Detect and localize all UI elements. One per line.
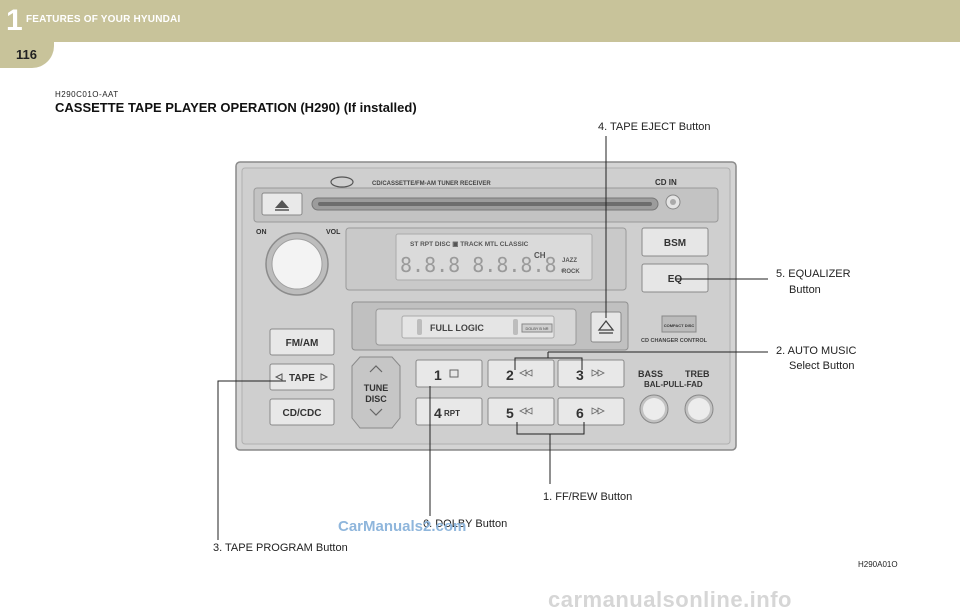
- eq-button: [641, 263, 709, 293]
- preset-3-skip-icon: [591, 369, 605, 377]
- tape-program-leader: [217, 380, 286, 540]
- callout-tape-eject: 4. TAPE EJECT Button: [598, 121, 711, 133]
- dolby-badge: [521, 323, 553, 333]
- section-code: H290C01O-AAT: [55, 90, 119, 99]
- preset-6-button: [557, 397, 625, 426]
- preset-6-ff-icon: [591, 407, 605, 415]
- tape-label: TAPE: [289, 373, 315, 384]
- preset-4-label: 4: [434, 405, 442, 421]
- chapter-number: 1: [6, 4, 23, 37]
- hyundai-logo-icon: [330, 176, 354, 188]
- preset-1-button: [415, 359, 483, 388]
- tape-left-arrow-icon: [274, 373, 283, 381]
- treb-label: TREB: [685, 369, 710, 379]
- bsm-label: BSM: [664, 238, 686, 249]
- on-label: ON: [256, 229, 267, 236]
- preset-3-label: 3: [576, 367, 584, 383]
- preset-5-rew-icon: [519, 407, 533, 415]
- section-title: CASSETTE TAPE PLAYER OPERATION (H290) (I…: [55, 100, 417, 115]
- callout-equalizer-line2: Button: [789, 284, 821, 296]
- cd-cdc-label: CD/CDC: [283, 408, 322, 419]
- display-ch: CH: [534, 251, 546, 260]
- preset-4-rpt-label: RPT: [444, 409, 460, 418]
- watermark: CarManuals2.com: [338, 518, 467, 535]
- fm-am-button: [269, 328, 335, 356]
- bal-fad-label: BAL-PULL-FAD: [644, 380, 703, 389]
- tape-button: [269, 363, 335, 391]
- preset-5-label: 5: [506, 405, 514, 421]
- display-jazz: JAZZ: [562, 258, 577, 264]
- display-digits: 8.8.8 8.8.8.8.: [400, 253, 569, 277]
- cd-changer-control-label: CD CHANGER CONTROL: [641, 338, 708, 344]
- bsm-button: [641, 227, 709, 257]
- dolby-badge-label: DOLBY B NR: [526, 327, 549, 331]
- callout-lines: [217, 136, 768, 540]
- tape-right-arrow-icon: [320, 373, 329, 381]
- vol-label: VOL: [326, 229, 341, 236]
- eq-label: EQ: [668, 274, 683, 285]
- preset-2-label: 2: [506, 367, 514, 383]
- lcd-display: [395, 233, 593, 281]
- bass-label: BASS: [638, 369, 663, 379]
- disc-label: DISC: [365, 394, 387, 404]
- page-number-tab: 116: [0, 42, 54, 68]
- full-logic-label: FULL LOGIC: [430, 323, 484, 333]
- preset-2-rewind-icon: [519, 369, 533, 377]
- compact-disc-logo-icon: [661, 315, 697, 333]
- callout-dolby: 6. DOLBY Button: [423, 518, 508, 530]
- page-number: 116: [16, 47, 37, 62]
- fm-am-label: FM/AM: [286, 338, 319, 349]
- chapter-header-bar: 1 FEATURES OF YOUR HYUNDAI: [0, 0, 960, 42]
- cd-receiver-label: CD/CASSETTE/FM-AM TUNER RECEIVER: [372, 181, 491, 187]
- chapter-title: FEATURES OF YOUR HYUNDAI: [26, 14, 181, 25]
- tune-disc-rocker: [351, 356, 401, 429]
- tape-eject-icon: [597, 319, 615, 331]
- preset-3-button: [557, 359, 625, 388]
- callout-tape-program: 3. TAPE PROGRAM Button: [213, 542, 348, 554]
- figure-code: H290A01O: [858, 560, 898, 569]
- display-rock: ROCK: [562, 269, 580, 275]
- preset-6-label: 6: [576, 405, 584, 421]
- footer-watermark: carmanualsonline.info: [548, 587, 792, 612]
- cd-cdc-button: [269, 398, 335, 426]
- preset-4-button: [415, 397, 483, 426]
- callout-auto-music-line2: Select Button: [789, 360, 855, 372]
- tune-label: TUNE: [364, 383, 389, 393]
- display-indicators: ST RPT DISC ▣ TRACK MTL CLASSIC: [410, 241, 529, 248]
- tune-up-icon: [369, 365, 383, 373]
- cd-in-label: CD IN: [655, 178, 677, 187]
- cd-eject-icon: [275, 200, 289, 208]
- compact-disc-label: COMPACT DISC: [664, 323, 695, 328]
- callout-ff-rew: 1. FF/REW Button: [543, 491, 633, 503]
- callout-equalizer-line1: 5. EQUALIZER: [776, 268, 851, 280]
- tune-down-icon: [369, 408, 383, 416]
- preset-1-label: 1: [434, 367, 442, 383]
- callout-auto-music-line1: 2. AUTO MUSIC: [776, 345, 857, 357]
